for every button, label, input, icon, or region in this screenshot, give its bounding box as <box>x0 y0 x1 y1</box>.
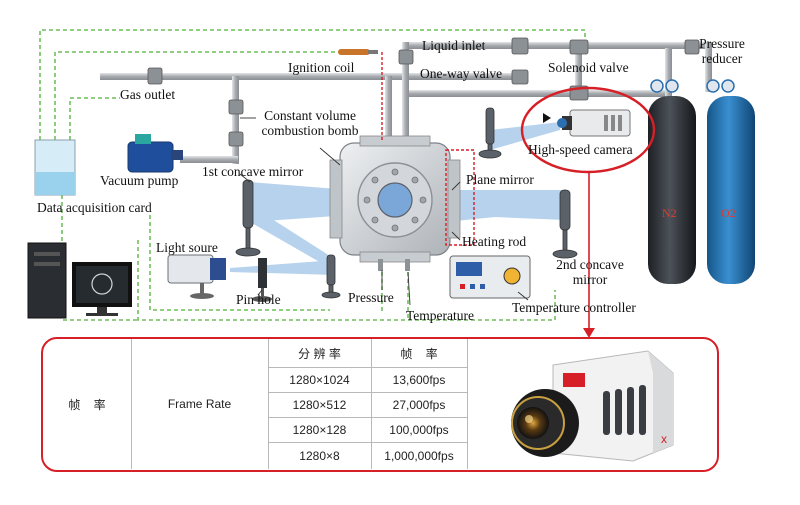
header-frame-rate: 帧 率 <box>400 346 438 361</box>
n2-cylinder <box>648 96 696 284</box>
pressure-reducer-label: Pressure reducer <box>699 36 745 66</box>
light-beams <box>230 122 565 275</box>
param-label: Frame Rate <box>167 397 232 411</box>
light-source <box>167 254 226 299</box>
solenoid-valve-label: Solenoid valve <box>548 60 629 75</box>
gas-pipes <box>100 42 712 164</box>
camera-spec-panel: 帧 率 Frame Rate 分 辨 率 帧 率 1280×1024 13,60… <box>41 337 719 472</box>
data-acquisition-card-label: Data acquisition card <box>37 200 152 215</box>
table-row-1-resolution: 1280×1024 <box>289 372 350 387</box>
high-speed-camera-small <box>543 109 631 137</box>
data-acquisition-card <box>34 139 76 196</box>
table-row-3-resolution: 1280×128 <box>292 422 347 437</box>
ignition-coil <box>338 49 378 55</box>
gas-cylinders <box>648 96 755 284</box>
vacuum-pump <box>127 134 183 173</box>
one-way-valve <box>511 37 529 55</box>
heating-rod-label: Heating rod <box>462 234 527 249</box>
plane-mirror <box>478 107 502 159</box>
solenoid-valve-1 <box>569 39 589 55</box>
liquid-inlet-valve <box>398 49 414 65</box>
table-row-2-resolution: 1280×512 <box>292 397 347 412</box>
svg-text:x: x <box>661 432 667 446</box>
table-row-4-fps: 1,000,000fps <box>384 448 454 463</box>
pressure-label: Pressure <box>348 290 394 305</box>
table-row-2-fps: 27,000fps <box>392 397 446 412</box>
camera-highlight <box>520 86 656 174</box>
mirrors <box>235 107 578 299</box>
o2-cylinder <box>707 96 755 284</box>
table-row-3-fps: 100,000fps <box>389 422 449 437</box>
vacuum-pump-label: Vacuum pump <box>100 173 179 188</box>
pin-hole-label: Pin hole <box>236 292 281 307</box>
temperature-controller-label: Temperature controller <box>512 300 636 315</box>
high-speed-camera-photo: x <box>511 350 674 462</box>
liquid-inlet-label: Liquid inlet <box>422 38 486 53</box>
first-concave-mirror <box>235 179 261 257</box>
second-concave-mirror <box>552 189 578 259</box>
combustion-bomb-label: Constant volume combustion bomb <box>261 108 359 138</box>
gas-outlet-valve <box>147 67 163 85</box>
table-row-1-fps: 13,600fps <box>392 372 446 387</box>
ignition-coil-label: Ignition coil <box>288 60 355 75</box>
first-concave-mirror-label: 1st concave mirror <box>202 164 304 179</box>
gas-outlet-label: Gas outlet <box>120 87 176 102</box>
second-concave-mirror-label: 2nd concave mirror <box>556 257 624 287</box>
temperature-label: Temperature <box>406 308 475 323</box>
leader-lines <box>239 117 529 306</box>
temperature-controller <box>449 255 531 299</box>
camera-callout-arrow <box>583 172 595 338</box>
o2-cylinder-label: O2 <box>721 206 736 220</box>
pin-hole-mirror <box>321 254 341 299</box>
valves <box>147 37 700 147</box>
pin-hole-plate <box>252 258 272 302</box>
header-resolution: 分 辨 率 <box>298 346 341 361</box>
computer <box>27 242 132 319</box>
high-speed-camera-label: High-speed camera <box>528 142 633 157</box>
light-source-label: Light soure <box>156 240 218 255</box>
one-way-valve-label: One-way valve <box>420 66 503 81</box>
pressure-reducer-valve <box>684 39 700 55</box>
combustion-bomb <box>329 52 475 271</box>
row-label: 帧 率 <box>68 397 106 412</box>
bomb-valve <box>228 99 244 115</box>
signal-wiring <box>39 29 586 321</box>
pressure-gauges <box>650 79 735 93</box>
n2-cylinder-label: N2 <box>662 206 677 220</box>
plane-mirror-label: Plane mirror <box>466 172 534 187</box>
table-row-4-resolution: 1280×8 <box>299 448 340 463</box>
